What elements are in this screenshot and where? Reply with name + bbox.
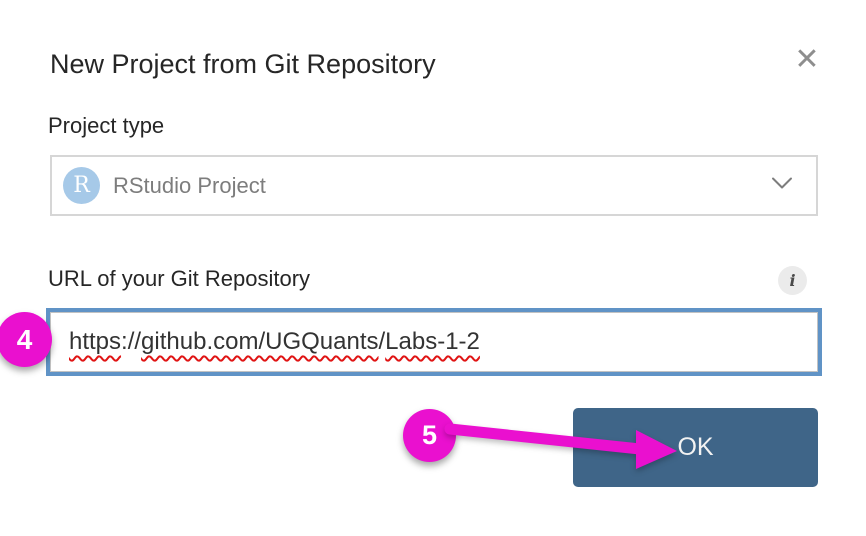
project-type-selected-value: RStudio Project xyxy=(113,172,266,198)
annotation-step-5-badge: 5 xyxy=(403,409,456,462)
url-segment: :// xyxy=(121,328,142,355)
annotation-step-4-badge: 4 xyxy=(0,312,52,367)
url-segment: github.com/UGQuants xyxy=(141,328,379,355)
dialog-title: New Project from Git Repository xyxy=(50,49,436,79)
project-type-label: Project type xyxy=(48,113,165,138)
ok-button[interactable]: OK xyxy=(573,408,818,487)
close-icon[interactable]: ✕ xyxy=(794,43,820,76)
url-segment: Labs-1-2 xyxy=(385,328,480,355)
project-type-dropdown[interactable]: R RStudio Project xyxy=(50,155,818,216)
git-url-input[interactable]: https://github.com/UGQuants/Labs-1-2 xyxy=(46,308,822,376)
chevron-down-icon xyxy=(770,175,794,196)
url-segment: / xyxy=(378,328,386,355)
rstudio-logo-icon: R xyxy=(63,167,100,204)
url-segment: https xyxy=(69,328,122,355)
git-url-label: URL of your Git Repository xyxy=(48,266,311,291)
info-icon[interactable]: i xyxy=(778,266,807,295)
